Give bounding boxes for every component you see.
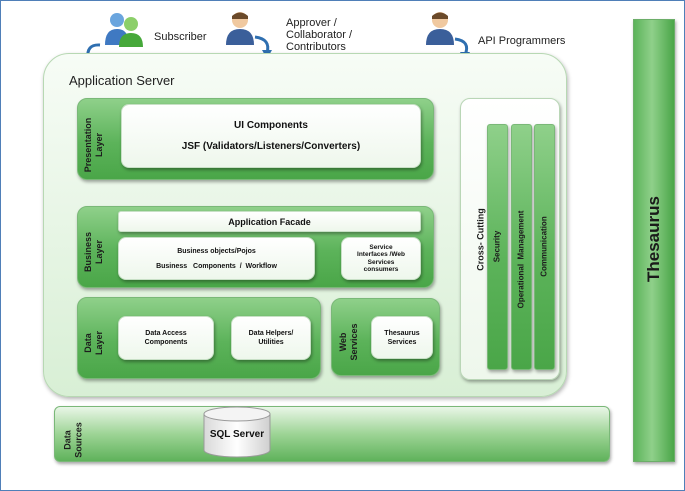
presentation-label-line-2: Layer: [94, 132, 104, 158]
data-sources-label-line-1: Data: [62, 430, 73, 450]
business-label-line-1: Business: [83, 231, 93, 273]
web-services-label-line-1: Web: [338, 332, 348, 352]
business-objects-box: Business objects/Pojos Business Componen…: [118, 237, 315, 280]
web-services-label-line-2: Services: [349, 323, 359, 361]
application-server-title: Application Server: [69, 73, 175, 88]
service-line-4: consumers: [363, 266, 399, 273]
business-layer-label: Business Layer: [83, 227, 105, 277]
approver-label: Approver / Collaborator / Contributors: [286, 17, 352, 53]
communication-label: Communication: [539, 216, 549, 277]
communication-column: [534, 124, 555, 370]
approver-label-line-3: Contributors: [286, 41, 346, 53]
sql-server-label: SQL Server: [209, 429, 265, 440]
data-helpers-line-1: Data Helpers/: [248, 330, 294, 337]
thesaurus-services-line-2: Services: [387, 338, 417, 346]
security-column: [487, 124, 508, 370]
presentation-label-line-1: Presentation: [83, 117, 93, 173]
security-label: Security: [492, 230, 502, 263]
business-label-line-2: Layer: [94, 239, 104, 265]
data-access-box: Data Access Components: [118, 316, 214, 360]
data-helpers-line-2: Utilities: [258, 339, 284, 346]
business-components-text: Business Components / Workflow: [156, 262, 277, 270]
service-line-2: Interfaces /Web: [357, 251, 405, 258]
service-line-3: Services: [367, 258, 395, 266]
service-interfaces-box: Service Interfaces /Web Services consume…: [341, 237, 421, 280]
api-programmer-icon: [425, 11, 455, 45]
data-label-line-1: Data: [83, 333, 93, 353]
jsf-text: JSF (Validators/Listeners/Converters): [181, 141, 361, 152]
service-line-1: Service: [369, 243, 393, 251]
operational-management-column: [511, 124, 532, 370]
data-helpers-box: Data Helpers/ Utilities: [231, 316, 311, 360]
business-objects-text: Business objects/Pojos: [177, 247, 256, 255]
approver-label-line-1: Approver /: [286, 17, 337, 29]
cross-cutting-label: Cross- Cutting: [475, 208, 486, 271]
web-services-label: Web Services: [338, 322, 360, 362]
data-sources-layer: [54, 406, 610, 462]
operational-management-label: Operational Management: [516, 210, 526, 309]
application-facade-box: Application Facade: [118, 211, 421, 232]
application-facade-text: Application Facade: [228, 216, 311, 227]
thesaurus-panel: [633, 19, 675, 462]
api-programmers-label: API Programmers: [478, 35, 566, 47]
sql-server-database-icon: [201, 406, 273, 458]
data-sources-label-line-2: Sources: [73, 422, 84, 458]
approver-label-line-2: Collaborator /: [286, 29, 353, 41]
presentation-layer-label: Presentation Layer: [83, 115, 105, 175]
data-access-line-1: Data Access: [145, 330, 187, 337]
subscriber-icon: [104, 11, 144, 47]
data-layer-label: Data Layer: [83, 323, 105, 363]
thesaurus-label: Thesaurus: [644, 196, 663, 282]
ui-components-text: UI Components: [234, 120, 308, 131]
subscriber-label: Subscriber: [154, 31, 207, 43]
ui-components-box: UI Components JSF (Validators/Listeners/…: [121, 104, 421, 168]
thesaurus-services-box: Thesaurus Services: [371, 316, 433, 359]
thesaurus-services-line-1: Thesaurus: [384, 329, 420, 337]
data-access-line-2: Components: [144, 339, 188, 346]
data-label-line-2: Layer: [94, 330, 104, 356]
data-sources-label: Data Sources: [63, 418, 85, 463]
approver-icon: [225, 11, 255, 45]
